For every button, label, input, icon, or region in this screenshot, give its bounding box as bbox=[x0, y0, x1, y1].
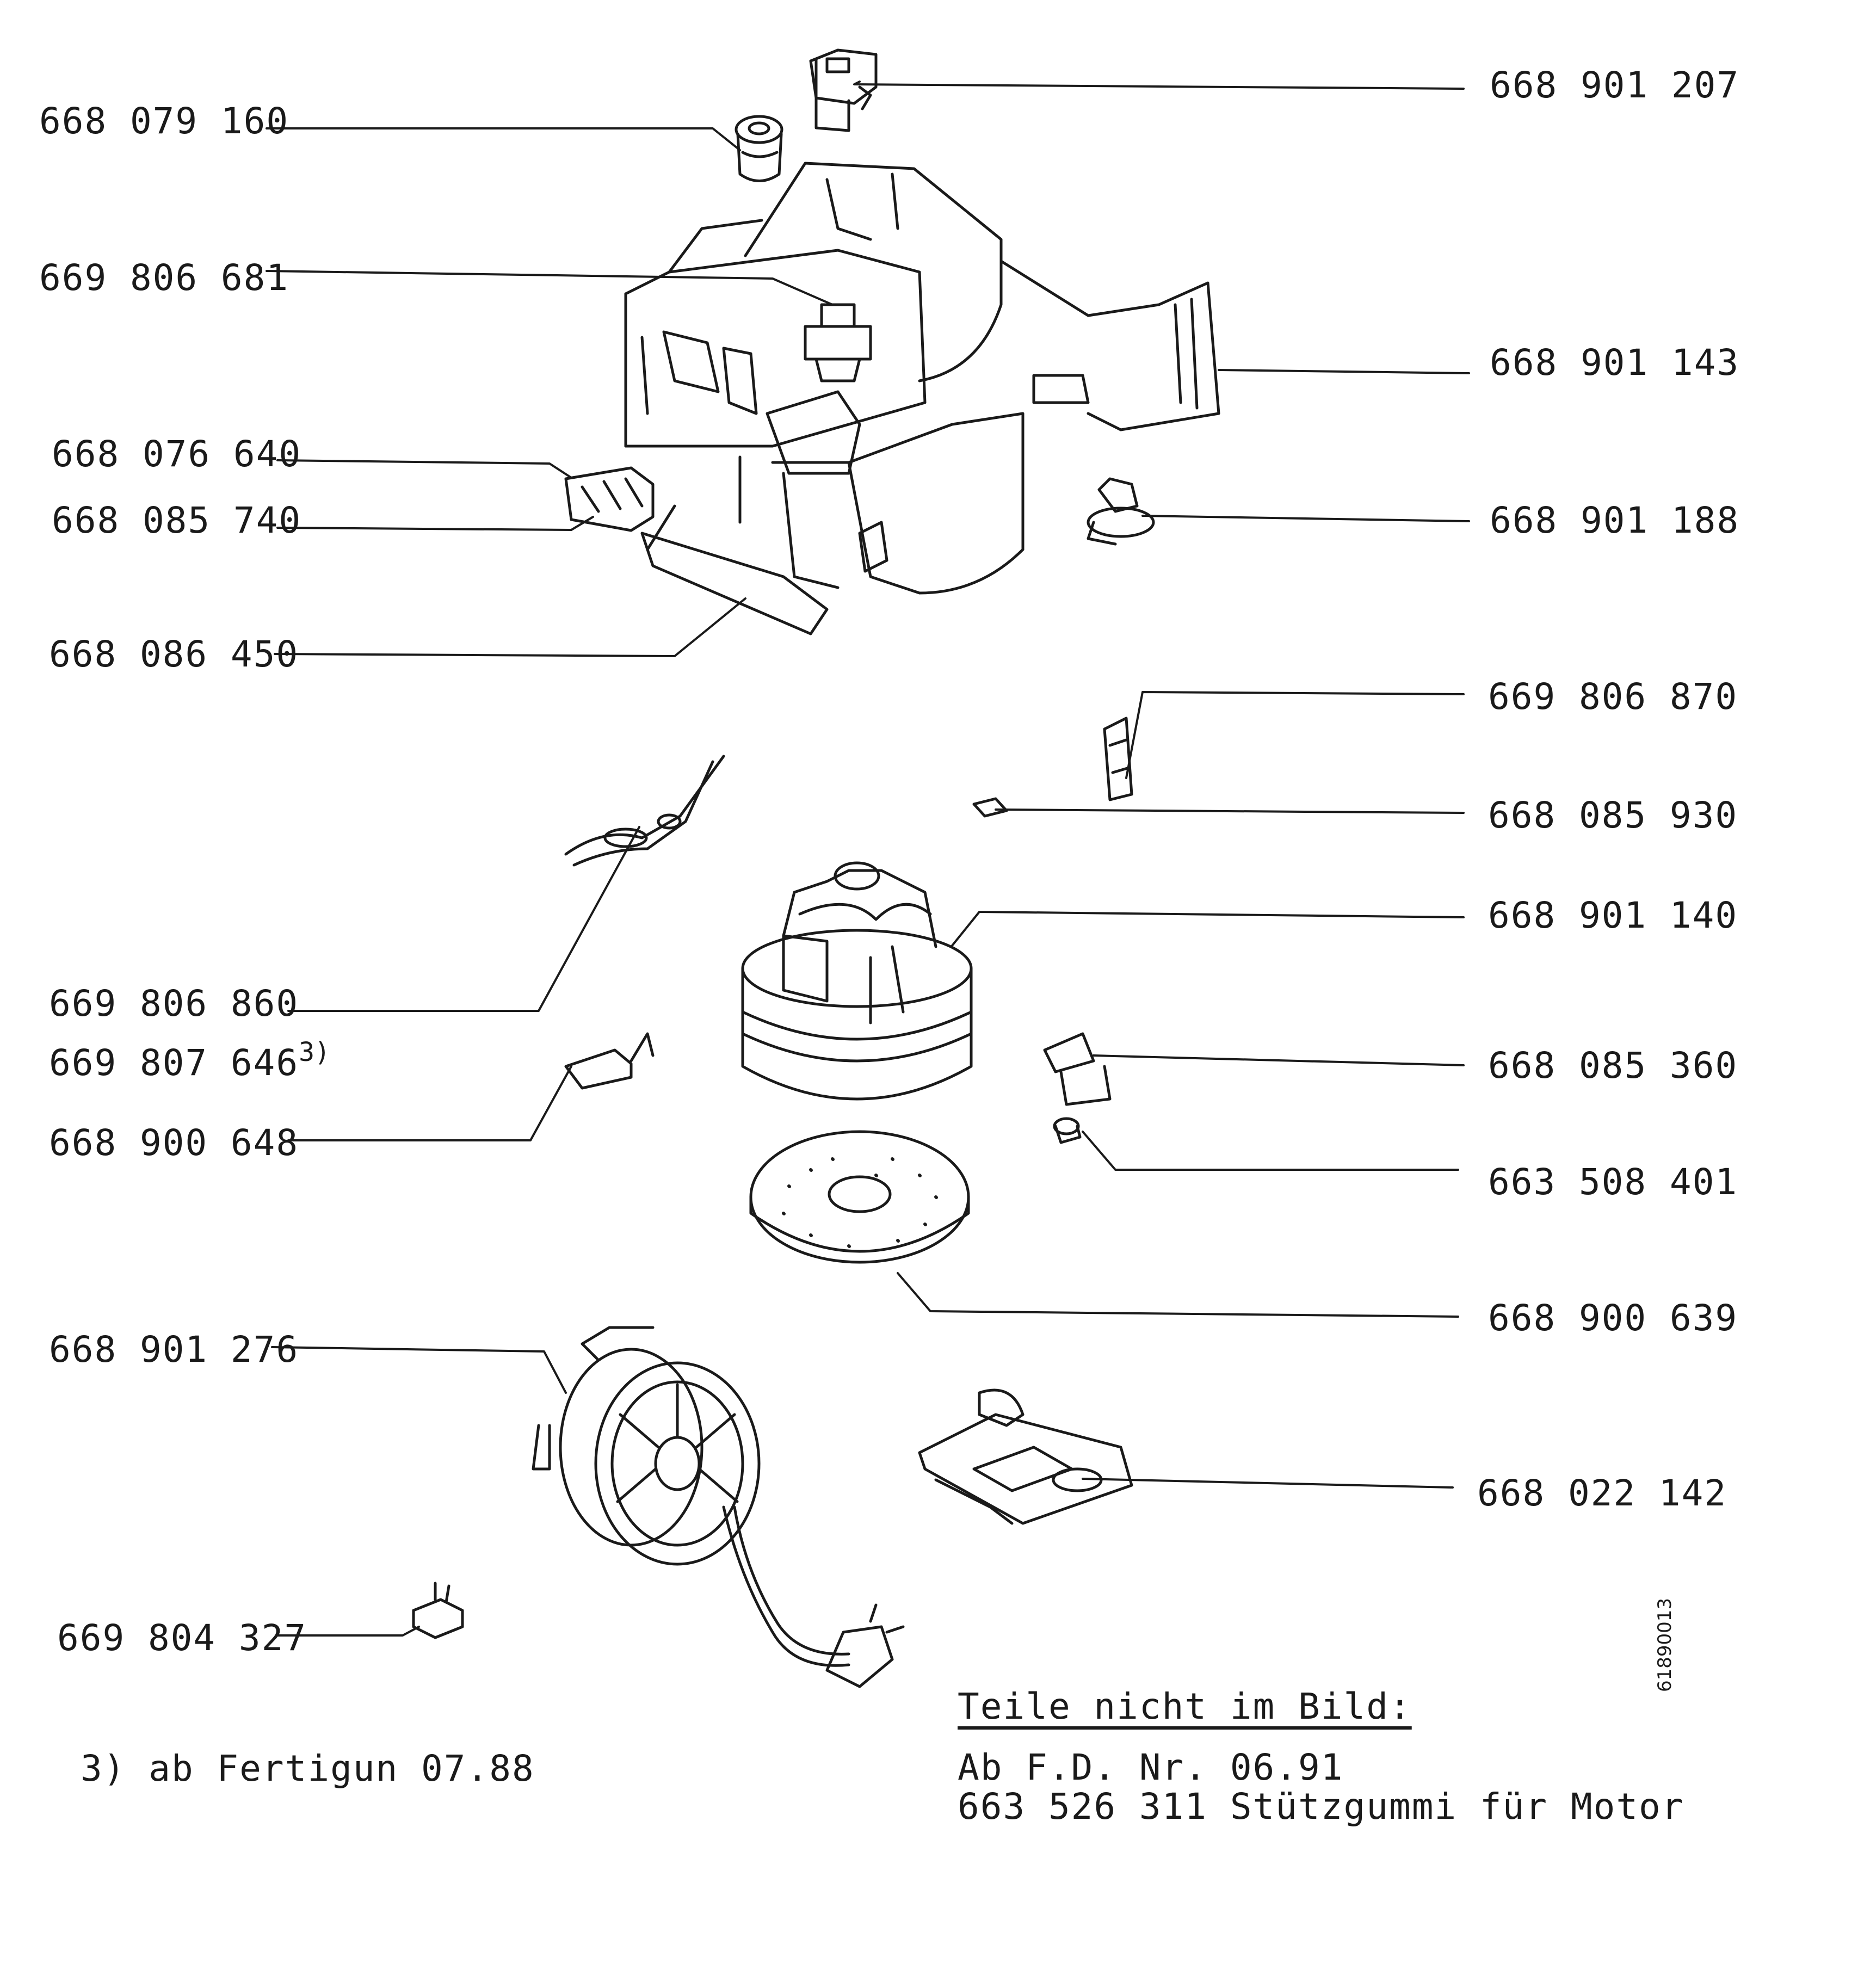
footnote-mark: 3) bbox=[299, 1037, 330, 1067]
label-669-807-646: 669 807 6463) bbox=[49, 1039, 330, 1081]
label-668-022-142: 668 022 142 bbox=[1477, 1472, 1727, 1514]
bracket-part bbox=[1103, 717, 1133, 801]
rubber-part bbox=[1053, 1117, 1082, 1144]
label-668-085-360: 668 085 360 bbox=[1488, 1045, 1738, 1086]
label-668-085-740: 668 085 740 bbox=[52, 499, 302, 541]
tab-part bbox=[972, 797, 1008, 818]
label-668-901-140: 668 901 140 bbox=[1488, 894, 1738, 936]
label-669-807-646-text: 669 807 646 bbox=[49, 1042, 299, 1084]
label-668-900-639: 668 900 639 bbox=[1488, 1297, 1738, 1339]
label-668-901-276: 668 901 276 bbox=[49, 1329, 299, 1370]
label-669-804-327: 669 804 327 bbox=[57, 1617, 307, 1659]
notes-line-2: 663 526 311 Stützgummi für Motor bbox=[958, 1786, 1684, 1828]
motor-bracket-part bbox=[1043, 1032, 1112, 1106]
switch-board-part bbox=[918, 1388, 1133, 1525]
label-669-806-860: 669 806 860 bbox=[49, 983, 299, 1024]
label-669-806-870: 669 806 870 bbox=[1488, 676, 1738, 718]
notes-title: Teile nicht im Bild: bbox=[958, 1686, 1412, 1727]
motor-part bbox=[741, 861, 973, 1101]
connector-part bbox=[564, 1032, 655, 1090]
label-663-508-401: 663 508 401 bbox=[1488, 1161, 1738, 1203]
label-668-076-640: 668 076 640 bbox=[52, 433, 302, 475]
notes-line-1: Ab F.D. Nr. 06.91 bbox=[958, 1746, 1344, 1788]
footnote: 3) ab Fertigun 07.88 bbox=[81, 1748, 535, 1789]
label-668-901-207: 668 901 207 bbox=[1490, 64, 1740, 106]
cap-part bbox=[735, 115, 783, 182]
label-669-806-681: 669 806 681 bbox=[39, 257, 289, 299]
label-668-901-143: 668 901 143 bbox=[1490, 342, 1740, 384]
main-housing bbox=[624, 162, 1220, 635]
cable-reel-part bbox=[532, 1326, 905, 1688]
grille-part bbox=[564, 466, 655, 532]
thermostat-part bbox=[1087, 477, 1155, 546]
label-668-086-450: 668 086 450 bbox=[49, 633, 299, 675]
document-number: 61890013 bbox=[1654, 1597, 1676, 1692]
switch-knob-part bbox=[804, 303, 872, 382]
leader-lines bbox=[266, 81, 1470, 1637]
terminal-part bbox=[412, 1582, 464, 1639]
filter-disc-part bbox=[749, 1130, 970, 1264]
label-668-901-188: 668 901 188 bbox=[1490, 499, 1740, 541]
clip-part bbox=[809, 48, 878, 132]
label-668-079-160: 668 079 160 bbox=[39, 100, 289, 142]
label-668-085-930: 668 085 930 bbox=[1488, 794, 1738, 836]
wire-part bbox=[564, 755, 725, 867]
label-668-900-648: 668 900 648 bbox=[49, 1122, 299, 1164]
